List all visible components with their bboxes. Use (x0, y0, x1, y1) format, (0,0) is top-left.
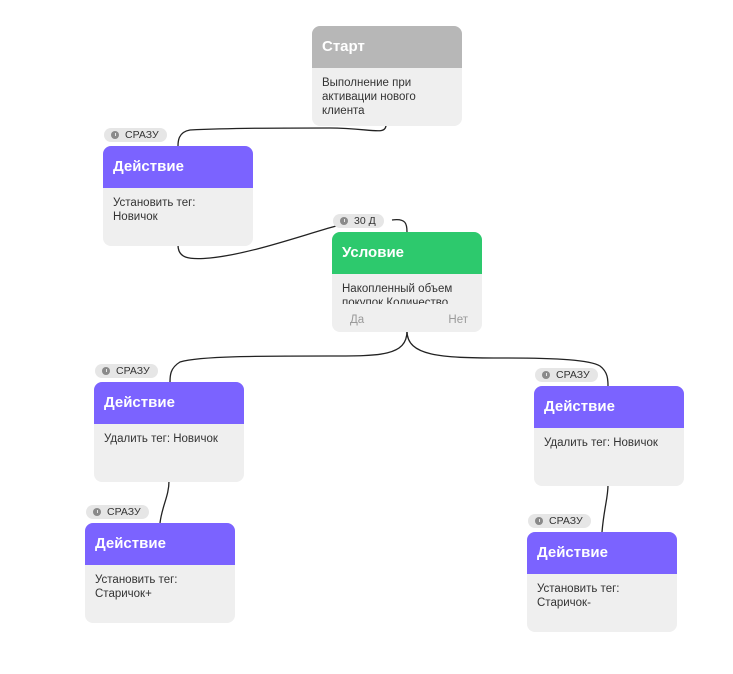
delay-label: СРАЗУ (107, 506, 141, 518)
action-node-title: Действие (85, 523, 235, 565)
action-node-set-tag-oldie-minus[interactable]: Действие Установить тег: Старичок- (527, 532, 677, 632)
condition-node-text: Накопленный объем покупок Количество (342, 283, 453, 304)
action-node-remove-tag-yes[interactable]: Действие Удалить тег: Новичок (94, 382, 244, 482)
clock-icon (535, 517, 543, 525)
action-node-set-tag-novice[interactable]: Действие Установить тег: Новичок (103, 146, 253, 246)
action-node-title: Действие (94, 382, 244, 424)
start-node[interactable]: Старт Выполнение при активации нового кл… (312, 26, 462, 126)
start-node-title: Старт (312, 26, 462, 68)
condition-node[interactable]: Условие Накопленный объем покупок Количе… (332, 232, 482, 332)
condition-node-title: Условие (332, 232, 482, 274)
connector-start-action1 (177, 124, 387, 147)
action-node-text: Установить тег: Старичок+ (95, 574, 178, 600)
delay-label: СРАЗУ (125, 129, 159, 141)
delay-label: СРАЗУ (116, 365, 150, 377)
delay-badge[interactable]: СРАЗУ (528, 514, 591, 528)
branch-yes-label[interactable]: Да (350, 314, 365, 326)
delay-label: 30 Д (354, 215, 376, 227)
delay-badge[interactable]: 30 Д (333, 214, 384, 228)
delay-badge[interactable]: СРАЗУ (535, 368, 598, 382)
action-node-text: Удалить тег: Новичок (544, 437, 658, 449)
connector-condition-pill (391, 218, 408, 233)
clock-icon (111, 131, 119, 139)
action-node-text: Установить тег: Старичок- (537, 583, 620, 609)
start-node-text: Выполнение при активации нового клиента (322, 77, 416, 117)
action-node-text: Установить тег: Новичок (113, 197, 196, 223)
connector-actionno-actionno2 (601, 484, 609, 533)
clock-icon (542, 371, 550, 379)
delay-badge[interactable]: СРАЗУ (86, 505, 149, 519)
action-node-title: Действие (534, 386, 684, 428)
delay-badge[interactable]: СРАЗУ (104, 128, 167, 142)
action-node-set-tag-oldie-plus[interactable]: Действие Установить тег: Старичок+ (85, 523, 235, 623)
condition-branches: Да Нет (332, 314, 482, 326)
action-node-title: Действие (527, 532, 677, 574)
connector-actionyes-actionyes2 (159, 480, 170, 524)
delay-badge[interactable]: СРАЗУ (95, 364, 158, 378)
branch-no-label[interactable]: Нет (448, 314, 468, 326)
clock-icon (93, 508, 101, 516)
connector-condition-yes (169, 330, 408, 383)
clock-icon (102, 367, 110, 375)
delay-label: СРАЗУ (556, 369, 590, 381)
clock-icon (340, 217, 348, 225)
delay-label: СРАЗУ (549, 515, 583, 527)
action-node-text: Удалить тег: Новичок (104, 433, 218, 445)
action-node-remove-tag-no[interactable]: Действие Удалить тег: Новичок (534, 386, 684, 486)
action-node-title: Действие (103, 146, 253, 188)
